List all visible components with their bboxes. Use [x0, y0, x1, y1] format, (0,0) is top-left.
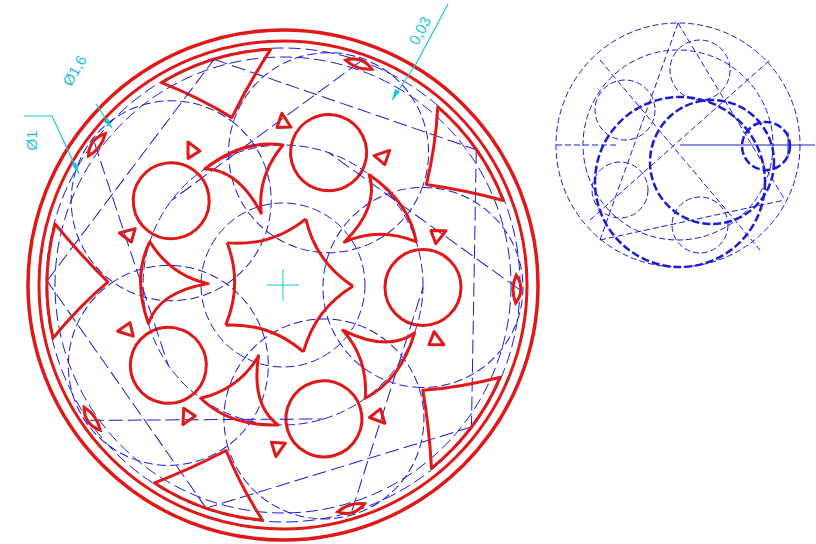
dimension-label: Ø1 — [22, 128, 39, 152]
dimension-label: 0,03 — [405, 11, 436, 48]
dimension-label: Ø1,6 — [58, 50, 91, 90]
